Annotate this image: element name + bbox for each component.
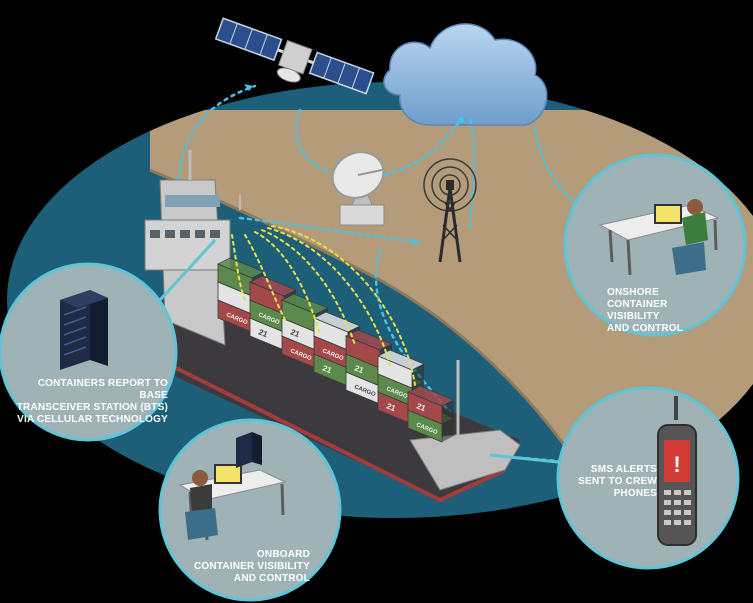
workstation-icon	[598, 199, 720, 276]
bts-line-3: VIA CELLULAR TECHNOLOGY	[17, 414, 168, 425]
container-number-label: 21	[353, 364, 365, 376]
container-number-label: 21	[257, 328, 269, 340]
onshore-line-3: AND CONTROL	[607, 323, 684, 334]
cell-tower-icon	[423, 158, 477, 263]
onshore-callout-text: ONSHORE CONTAINER VISIBILITY AND CONTROL	[607, 287, 717, 335]
onboard-callout-text: ONBOARD CONTAINER VISIBILITY AND CONTROL	[160, 549, 310, 585]
cargo-ship	[120, 150, 521, 503]
onshore-line-2: CONTAINER VISIBILITY	[607, 299, 668, 322]
container-number-label: 21	[321, 364, 333, 376]
mobile-phone-icon: !	[657, 396, 697, 546]
onboard-line-2: CONTAINER VISIBILITY	[193, 561, 310, 572]
container-number-label: 21	[289, 328, 301, 340]
callout-sms: !	[489, 386, 740, 570]
onboard-line-3: AND CONTROL	[233, 573, 310, 584]
callout-onboard	[158, 418, 342, 602]
onboard-line-1: ONBOARD	[256, 549, 310, 560]
shipping-container	[377, 349, 425, 389]
sms-line-3: PHONES	[613, 488, 657, 499]
satellite-dish-icon	[331, 151, 385, 226]
svg-text:!: !	[673, 452, 680, 477]
bts-line-2: TRANSCEIVER STATION (BTS)	[16, 402, 168, 413]
container-number-label: 21	[415, 402, 427, 414]
sms-line-1: SMS ALERTS	[590, 464, 657, 475]
satellite-icon	[214, 17, 375, 95]
cloud-icon	[383, 23, 548, 126]
sms-callout-text: SMS ALERTS SENT TO CREW PHONES	[573, 464, 657, 500]
sms-line-2: SENT TO CREW	[578, 476, 657, 487]
onshore-line-1: ONSHORE	[607, 287, 659, 298]
server-rack-icon	[60, 290, 108, 370]
signal-paths-yellow	[231, 225, 416, 386]
bts-callout-text: CONTAINERS REPORT TO BASE TRANSCEIVER ST…	[8, 378, 168, 426]
shipping-container: 21	[407, 385, 455, 425]
workstation-icon	[178, 432, 287, 541]
callout-onshore	[563, 153, 747, 337]
callout-bts	[0, 238, 217, 442]
container-number-label: 21	[385, 402, 397, 414]
bts-line-1: CONTAINERS REPORT TO BASE	[37, 378, 168, 401]
